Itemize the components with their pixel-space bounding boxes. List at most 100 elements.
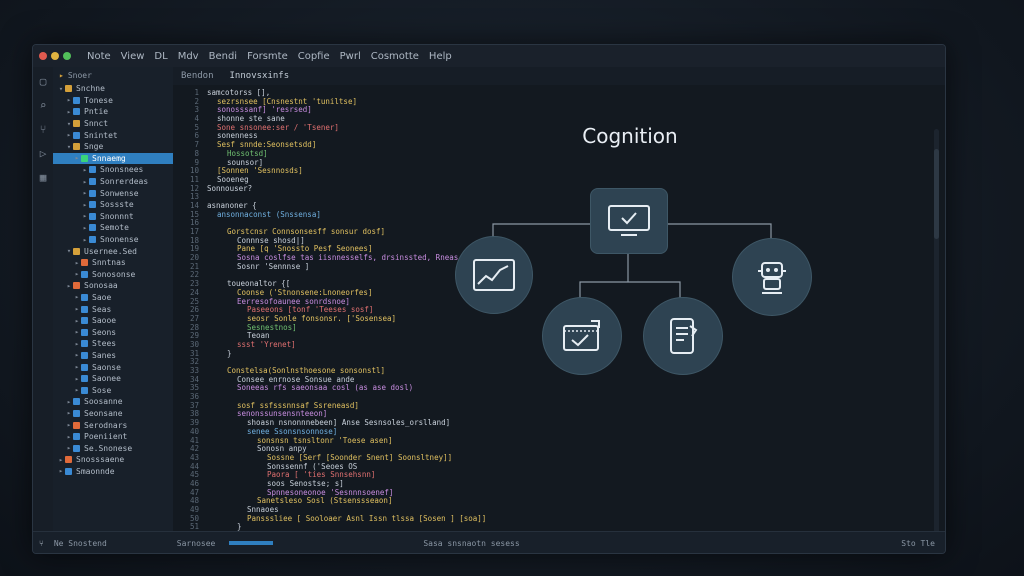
menu-item-4[interactable]: Bendi xyxy=(208,50,238,62)
chevron-right-icon[interactable]: ▸ xyxy=(82,189,88,198)
code-line[interactable]: Gorstcnsr Connsonsesff sonsur dosf] xyxy=(227,227,386,236)
code-content[interactable]: samcotorss [],sezrsnsee [Cnsnestnt 'tuni… xyxy=(207,88,495,541)
tree-item[interactable]: ▸Snntnas xyxy=(53,257,173,269)
chevron-right-icon[interactable]: ▸ xyxy=(58,467,64,476)
menu-item-8[interactable]: Cosmotte xyxy=(370,50,419,62)
chevron-right-icon[interactable]: ▸ xyxy=(74,316,80,325)
code-line[interactable]: Eerresofoaunee sonrdsnoe] xyxy=(237,296,350,306)
checklist-node[interactable] xyxy=(542,297,622,375)
code-line[interactable]: Sossne [Serf [Soonder Snent] Soonsltney]… xyxy=(267,452,453,462)
code-line[interactable]: Sesf snnde:Seonsetsdd] xyxy=(217,140,317,150)
chevron-right-icon[interactable]: ▸ xyxy=(66,421,72,430)
chevron-right-icon[interactable]: ▸ xyxy=(74,339,80,348)
code-line[interactable]: Sonnouser? xyxy=(207,183,253,193)
code-line[interactable]: Pansssliee [ Sooloaer Asnl Issn tlssa [S… xyxy=(247,513,487,523)
code-line[interactable]: Sosna coslfse tas iisnnesselfs, drsinsst… xyxy=(237,253,495,263)
chevron-right-icon[interactable]: ▸ xyxy=(58,455,64,464)
chevron-right-icon[interactable]: ▸ xyxy=(74,258,80,267)
chevron-right-icon[interactable]: ▸ xyxy=(82,235,88,244)
menu-item-0[interactable]: Note xyxy=(87,50,111,62)
maximize-icon[interactable] xyxy=(63,52,71,60)
menu-item-9[interactable]: Help xyxy=(428,50,452,62)
code-line[interactable]: Hossotsd] xyxy=(227,148,268,158)
tree-item[interactable]: ▸Sonwense xyxy=(53,187,173,199)
chevron-right-icon[interactable]: ▸ xyxy=(82,212,88,221)
chevron-down-icon[interactable]: ▾ xyxy=(66,142,72,151)
scrollbar[interactable] xyxy=(934,129,939,553)
search-icon[interactable]: ⌕ xyxy=(39,98,47,112)
chevron-right-icon[interactable]: ▸ xyxy=(66,281,72,290)
tree-item[interactable]: ▸Saoe xyxy=(53,292,173,304)
code-line[interactable]: Paseeons [tonf 'Teeses sosf] xyxy=(247,305,374,315)
debug-icon[interactable]: ▷ xyxy=(39,146,47,160)
tree-item[interactable]: ▸Snonense xyxy=(53,234,173,246)
code-line[interactable]: Pane [q 'Snossto Pesf Seonees] xyxy=(237,244,373,254)
code-line[interactable]: Soneeas rfs saeonsaa cosl (as ase dosl) xyxy=(237,383,414,393)
chevron-right-icon[interactable]: ▸ xyxy=(74,386,80,395)
code-line[interactable]: Paora [ 'ties Snnsehsnn] xyxy=(267,470,376,480)
code-line[interactable]: shonne ste sane xyxy=(217,114,285,124)
chevron-right-icon[interactable]: ▸ xyxy=(82,223,88,232)
tree-item[interactable]: ▸Semote xyxy=(53,222,173,234)
tree-item[interactable]: ▸Snonnnt xyxy=(53,211,173,223)
files-icon[interactable]: ▢ xyxy=(39,74,47,88)
chevron-right-icon[interactable]: ▸ xyxy=(82,200,88,209)
chevron-down-icon[interactable]: ▾ xyxy=(58,84,64,93)
tree-item[interactable]: ▸Sonrerdeas xyxy=(53,176,173,188)
code-line[interactable]: sonenness xyxy=(217,131,258,141)
code-line[interactable]: sezrsnsee [Cnsnestnt 'tuniltse] xyxy=(217,96,357,106)
tree-item[interactable]: ▸Sonosonse xyxy=(53,269,173,281)
tree-item[interactable]: ▸Saonee xyxy=(53,373,173,385)
tree-item[interactable]: ▸Saooe xyxy=(53,315,173,327)
tree-item[interactable]: ▸Saonse xyxy=(53,361,173,373)
tree-item[interactable]: ▸Snintet xyxy=(53,129,173,141)
code-line[interactable]: sosf ssfsssnnsaf Ssreneasd] xyxy=(237,400,359,410)
tree-item[interactable]: ▸Stees xyxy=(53,338,173,350)
tree-item[interactable]: ▸Snnaemg xyxy=(53,152,173,165)
tab-0[interactable]: Bendon xyxy=(181,71,214,81)
robot-node[interactable] xyxy=(732,238,812,316)
tree-item[interactable]: ▸Poeniient xyxy=(53,431,173,443)
menu-item-7[interactable]: Pwrl xyxy=(339,50,361,62)
source-control-icon[interactable]: ⑂ xyxy=(39,122,47,136)
tree-item[interactable]: ▸Seons xyxy=(53,326,173,338)
code-line[interactable]: } xyxy=(227,348,232,358)
code-line[interactable]: shoasn nsnonnnebeen] Anse Sesnsoles_orsl… xyxy=(247,418,451,428)
code-line[interactable]: ansonnaconst (Snssensa] xyxy=(217,209,321,219)
code-line[interactable]: Sonosn anpy xyxy=(257,444,307,454)
code-line[interactable]: Sooeneg xyxy=(217,174,249,184)
tree-item[interactable]: ▸Pntie xyxy=(53,106,173,118)
chevron-right-icon[interactable]: ▸ xyxy=(66,409,72,418)
chevron-right-icon[interactable]: ▸ xyxy=(66,432,72,441)
code-line[interactable]: Sonssennf ('Seoes OS xyxy=(267,461,358,471)
tree-item[interactable]: ▸Seonsane xyxy=(53,408,173,420)
menu-item-6[interactable]: Copfie xyxy=(297,50,330,62)
menu-item-2[interactable]: DL xyxy=(154,50,168,62)
growth-chart-node[interactable] xyxy=(455,236,533,314)
code-line[interactable]: Sesnestnos] xyxy=(247,322,297,332)
code-line[interactable]: senonssunsensnteeon] xyxy=(237,409,328,419)
chevron-down-icon[interactable]: ▾ xyxy=(66,119,72,128)
tree-item[interactable]: ▸Sossste xyxy=(53,199,173,211)
code-line[interactable]: Sanetsleso Sosl (Stsenssseaon] xyxy=(257,496,393,506)
code-line[interactable]: soos Senostse; s] xyxy=(267,478,344,488)
menu-item-1[interactable]: View xyxy=(120,50,145,62)
extensions-icon[interactable]: ▦ xyxy=(39,170,47,184)
tree-item[interactable]: ▸Soosanne xyxy=(53,396,173,408)
chevron-right-icon[interactable]: ▸ xyxy=(74,374,80,383)
tree-item[interactable]: ▾Usernee.Sed xyxy=(53,245,173,257)
code-line[interactable]: Constelsa(Sonlnsthoesone sonsonstl] xyxy=(227,366,386,375)
code-line[interactable]: Coonse ('Stnonsene:Lnoneorfes] xyxy=(237,287,373,297)
code-line[interactable]: } xyxy=(237,522,242,532)
code-line[interactable]: Connnse shosd|] xyxy=(237,235,305,245)
code-line[interactable]: sonosssanf] 'resrsed] xyxy=(217,105,312,115)
tree-item[interactable]: ▸Snosssaene xyxy=(53,454,173,466)
tree-item[interactable]: ▸Smaonnde xyxy=(53,466,173,478)
code-line[interactable]: Spnnesoneonoe 'Sesnnnsoenef] xyxy=(267,487,394,497)
chevron-right-icon[interactable]: ▸ xyxy=(66,131,72,140)
tree-item[interactable]: ▸Sonosaa xyxy=(53,280,173,292)
menu-item-5[interactable]: Forsmte xyxy=(247,50,288,62)
chevron-right-icon[interactable]: ▸ xyxy=(74,305,80,314)
code-line[interactable]: [Sonnen 'Sesnnosds] xyxy=(217,166,303,176)
code-line[interactable]: Consee enrnose Sonsue ande xyxy=(237,374,355,384)
